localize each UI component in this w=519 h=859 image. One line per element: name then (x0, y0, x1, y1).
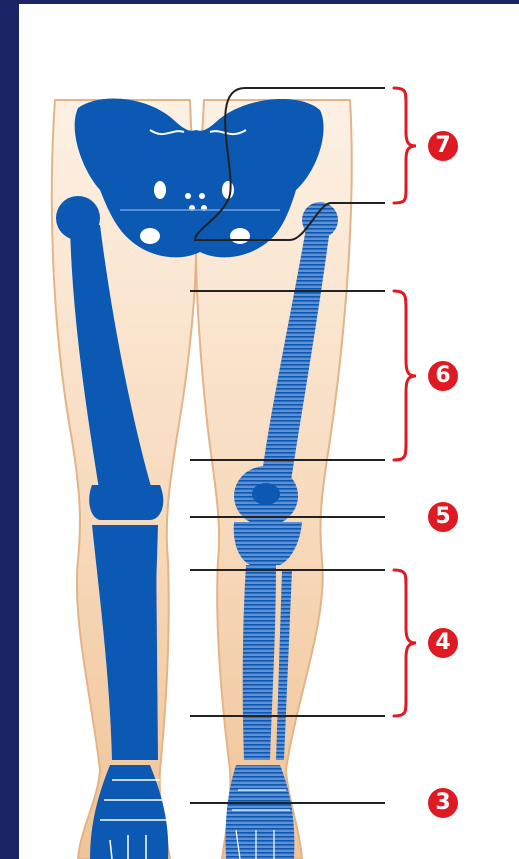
region-4-number: 4 (435, 632, 450, 654)
region-3-marker: 3 (428, 788, 458, 818)
region-3-number: 3 (435, 792, 450, 814)
region-5-marker: 5 (428, 502, 458, 532)
region-braces (394, 88, 416, 716)
brace-6 (394, 291, 416, 460)
region-4-marker: 4 (428, 628, 458, 658)
brace-7 (394, 88, 416, 203)
region-7-number: 7 (435, 135, 450, 157)
region-5-number: 5 (435, 506, 450, 528)
brace-4 (394, 570, 416, 716)
region-7-marker: 7 (428, 131, 458, 161)
region-6-marker: 6 (428, 361, 458, 391)
region-6-number: 6 (435, 365, 450, 387)
